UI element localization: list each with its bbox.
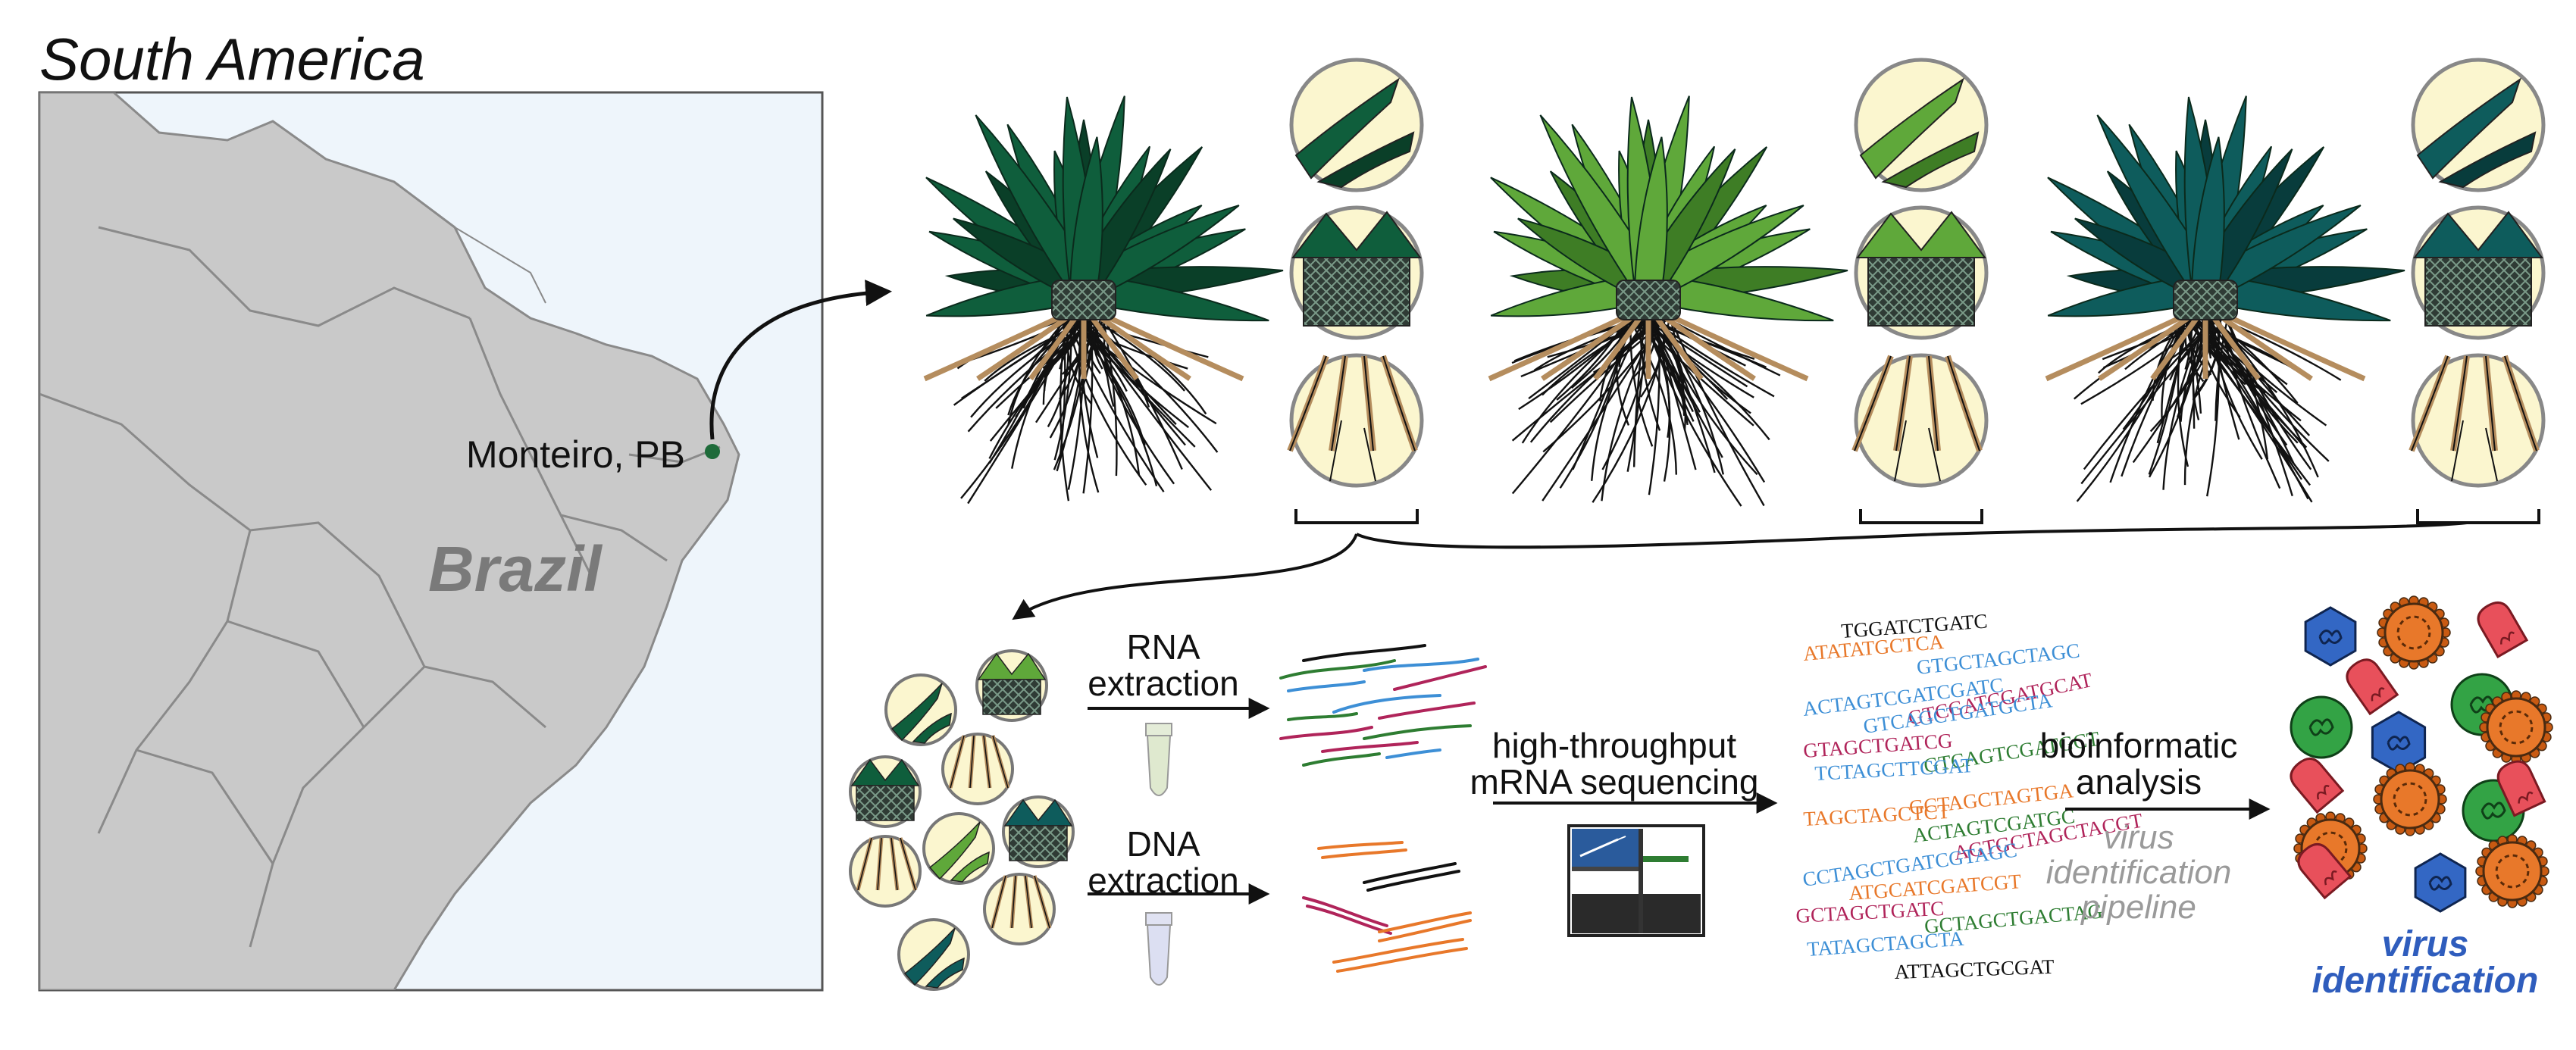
orange-virus (2479, 690, 2553, 764)
location-marker (705, 444, 720, 459)
agave-dark-plant (923, 58, 1424, 524)
zoom-bracket (1859, 509, 1983, 524)
sequence-read: GCTAGCTGATC (1795, 897, 1945, 927)
zoom-bracket (1294, 509, 1419, 524)
rna-extraction-step: RNA extraction (1088, 627, 1270, 796)
stem-sample-circle (975, 649, 1048, 722)
stem-detail-circle (2411, 205, 2546, 340)
root-detail-circle (2409, 353, 2546, 488)
orange-virus (2377, 595, 2451, 670)
map-panel: South America Brazil Monteiro, PB (38, 26, 892, 992)
pipeline-label-line2: identification (2046, 854, 2232, 891)
taproots (923, 311, 1244, 382)
root-sample-circle (983, 873, 1056, 945)
zoom-circles (2409, 58, 2546, 524)
sequencing-step: high-throughput mRNA sequencing (1470, 726, 1778, 937)
pipeline-label-line1: virus (2104, 819, 2174, 856)
bracket-arrow (1012, 533, 1358, 620)
leaf-sample-circle (897, 918, 970, 991)
seq-label-line1: high-throughput (1492, 726, 1736, 765)
root-sample-circle (941, 733, 1014, 805)
stem-detail-circle (1854, 205, 1989, 340)
stem-base (1051, 280, 1116, 320)
root-detail-circle (1287, 353, 1424, 488)
zoom-circles (1287, 58, 1424, 524)
country-label: Brazil (428, 533, 603, 605)
taproots (1488, 311, 1809, 382)
green-virus (2290, 695, 2353, 759)
root-sample-circle (849, 835, 922, 908)
red-virus (2477, 601, 2529, 659)
bio-label-line2: analysis (2076, 762, 2202, 802)
leaf-detail-circle (1289, 58, 1424, 192)
seq-label-line2: mRNA sequencing (1470, 762, 1759, 802)
red-virus (2297, 842, 2352, 900)
stem-sample-circle (1002, 795, 1075, 868)
red-virus (2346, 658, 2399, 716)
zoom-bracket (2416, 509, 2540, 524)
rna-label-line2: extraction (1088, 664, 1238, 703)
virus-particles (2290, 595, 2553, 913)
dna-label-line1: DNA (1126, 824, 1200, 864)
leaf-detail-circle (2411, 58, 2546, 192)
rna-strands (1279, 644, 1487, 767)
taproots (2045, 311, 2366, 382)
blue-virus (2414, 852, 2467, 913)
leaves (1490, 95, 1848, 322)
bioinformatics-step: bioinformatic analysis virus identificat… (2040, 726, 2271, 926)
red-virus (2290, 757, 2345, 814)
location-arrow (709, 280, 892, 440)
south-america-landmass (39, 92, 740, 990)
blue-virus (2371, 711, 2427, 774)
leaves (2047, 95, 2405, 322)
agave-light-plant (1488, 58, 1989, 524)
location-label: Monteiro, PB (466, 433, 685, 476)
bio-label-line1: bioinformatic (2040, 726, 2238, 765)
stem-base (2173, 280, 2238, 320)
pipeline-label-line3: pipeline (2080, 889, 2196, 926)
state-borders (39, 226, 721, 948)
leaf-detail-circle (1854, 58, 1989, 192)
dna-extraction-step: DNA extraction (1088, 824, 1270, 986)
leaves (925, 95, 1284, 322)
dna-strands (1302, 841, 1472, 973)
continent-label: South America (39, 26, 425, 92)
sequencer-icon (1567, 824, 1705, 937)
bracket-line (1356, 521, 2468, 549)
stem-sample-circle (849, 755, 922, 828)
rna-label-line1: RNA (1126, 627, 1200, 667)
orange-virus (2373, 762, 2447, 836)
agave-plants (923, 58, 2546, 524)
tissue-samples (849, 649, 1075, 991)
orange-virus (2475, 834, 2549, 908)
stem-detail-circle (1289, 205, 1424, 340)
leaf-sample-circle (884, 673, 957, 746)
sequence-read: ATTAGCTGCGAT (1894, 955, 2055, 983)
roots (2073, 317, 2342, 503)
rna-tube-icon (1145, 723, 1172, 796)
dna-tube-icon (1145, 912, 1172, 986)
red-virus (2496, 760, 2546, 817)
agave-teal-plant (2045, 58, 2546, 524)
sequence-read: TATAGCTAGCTA (1806, 927, 1964, 961)
coastline-detail (454, 227, 546, 304)
result-label-line2: identification (2312, 961, 2539, 1001)
stem-base (1616, 280, 1681, 320)
zoom-circles (1851, 58, 1989, 524)
blue-virus (2304, 606, 2357, 667)
leaf-sample-circle (922, 812, 995, 885)
root-detail-circle (1851, 353, 1989, 488)
result-label-line1: virus (2382, 924, 2469, 964)
